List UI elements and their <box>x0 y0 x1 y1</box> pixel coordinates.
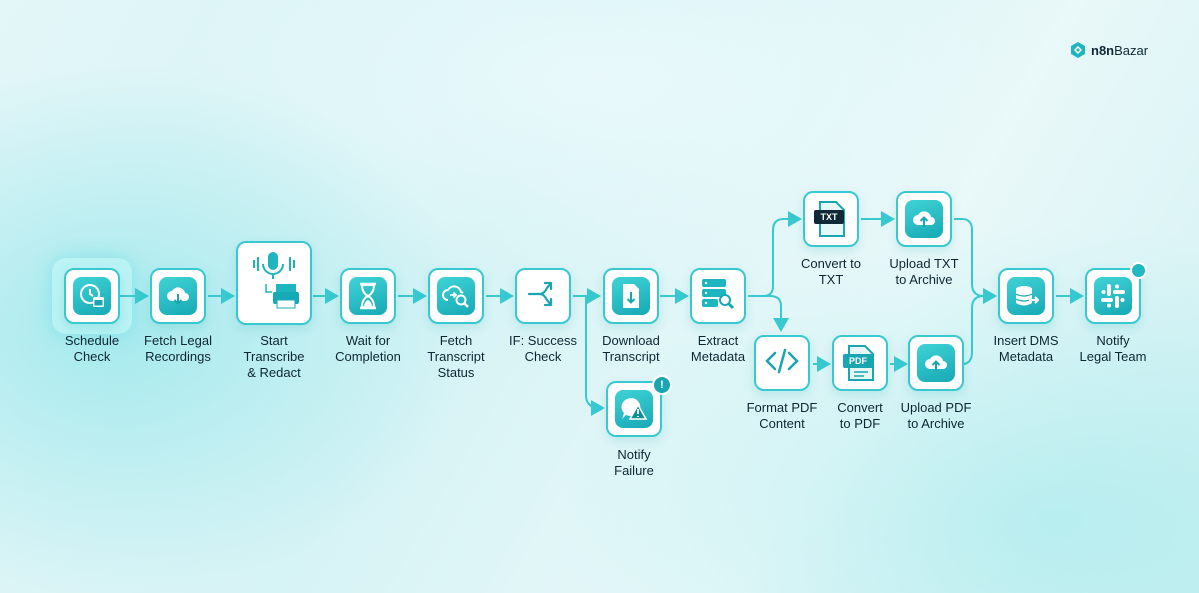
node-label: Upload PDF to Archive <box>900 400 972 431</box>
node-label: Start Transcribe & Redact <box>243 333 305 380</box>
edge-uploadpdf-insertdms <box>961 288 997 365</box>
node-notify-legal-team[interactable] <box>1085 268 1141 324</box>
code-icon <box>764 347 800 380</box>
node-label: Wait for Completion <box>335 333 401 364</box>
node-label: Fetch Legal Recordings <box>144 333 212 364</box>
cloud-upload-icon <box>917 344 955 382</box>
edge-uploadtxt-insertdms <box>954 218 997 304</box>
brand-name-bold: n8n <box>1091 42 1115 58</box>
alert-badge: ! <box>652 375 672 395</box>
node-convert-to-txt[interactable]: TXT <box>803 191 859 247</box>
status-dot <box>1130 262 1147 279</box>
edge-if-notifyfailure <box>573 295 605 416</box>
node-format-pdf-content[interactable] <box>754 335 810 391</box>
brand-name-rest: Bazar <box>1114 42 1149 58</box>
node-upload-pdf-to-archive[interactable] <box>908 335 964 391</box>
node-label: Convert to PDF <box>837 400 883 431</box>
node-fetch-transcript-status[interactable] <box>428 268 484 324</box>
chat-warning-icon <box>615 390 653 428</box>
node-upload-txt-to-archive[interactable] <box>896 191 952 247</box>
node-fetch-legal-recordings[interactable] <box>150 268 206 324</box>
node-label: Notify Failure <box>614 447 654 478</box>
clock-calendar-icon <box>73 277 111 315</box>
file-download-icon <box>612 277 650 315</box>
node-label: Extract Metadata <box>690 333 746 364</box>
brand-logo[interactable]: n8nBazar <box>1069 41 1148 59</box>
node-label: Schedule Check <box>64 333 120 364</box>
node-label: Convert to TXT <box>801 256 861 287</box>
cloud-upload-icon <box>905 200 943 238</box>
node-download-transcript[interactable] <box>603 268 659 324</box>
node-convert-to-pdf[interactable]: PDF <box>832 335 888 391</box>
txt-file-icon: TXT <box>814 200 848 238</box>
pdf-badge: PDF <box>843 354 873 368</box>
hourglass-icon <box>349 277 387 315</box>
server-search-icon <box>699 276 737 317</box>
node-label: Download Transcript <box>602 333 660 364</box>
hexagon-logo-icon <box>1071 42 1085 58</box>
txt-badge: TXT <box>814 210 844 224</box>
node-label: Insert DMS Metadata <box>993 333 1059 364</box>
database-arrow-icon <box>1007 277 1045 315</box>
cloud-search-icon <box>437 277 475 315</box>
branch-icon <box>526 279 560 314</box>
slack-icon <box>1094 277 1132 315</box>
pdf-file-icon: PDF <box>843 344 877 382</box>
node-notify-failure[interactable] <box>606 381 662 437</box>
edge-extract-formatpdf <box>748 295 789 332</box>
node-schedule-check[interactable] <box>64 268 120 324</box>
node-label: IF: Success Check <box>509 333 577 364</box>
node-label: Format PDF Content <box>746 400 818 431</box>
cloud-download-icon <box>159 277 197 315</box>
node-extract-metadata[interactable] <box>690 268 746 324</box>
node-start-transcribe[interactable] <box>236 241 312 325</box>
node-label: Fetch Transcript Status <box>427 333 485 380</box>
node-if-success-check[interactable] <box>515 268 571 324</box>
node-wait-for-completion[interactable] <box>340 268 396 324</box>
node-insert-dms-metadata[interactable] <box>998 268 1054 324</box>
microphone-printer-icon <box>246 248 302 319</box>
node-label: Notify Legal Team <box>1079 333 1147 364</box>
node-label: Upload TXT to Archive <box>889 256 959 287</box>
